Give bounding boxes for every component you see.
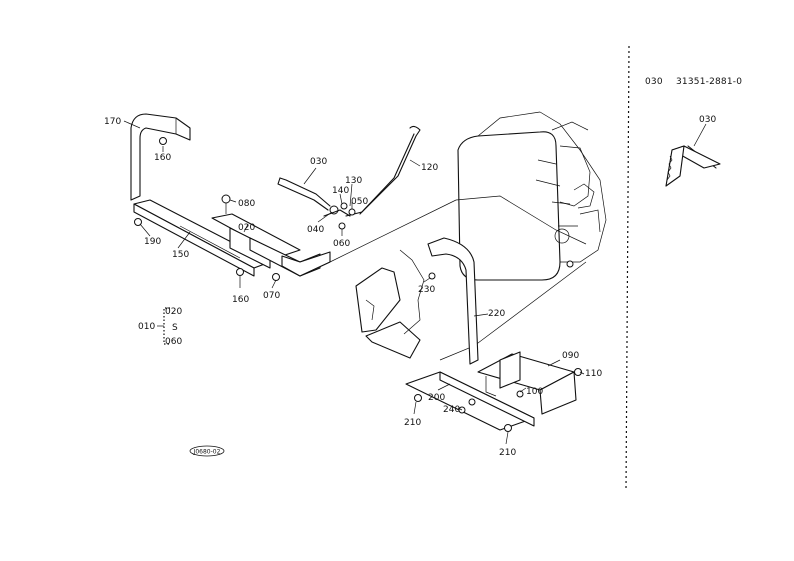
callout-080: 080 [238, 199, 255, 209]
callout-060: 060 [333, 239, 350, 249]
callout-200: 200 [428, 393, 445, 403]
stamp-text: J0680-02 [193, 449, 221, 456]
callout-160-a: 160 [154, 153, 171, 163]
ref-code: 030 [645, 77, 663, 87]
callout-140: 140 [332, 186, 349, 196]
callout-160-b: 160 [232, 295, 249, 305]
callout-070: 070 [263, 291, 280, 301]
group-id: 010 [138, 322, 155, 332]
callout-150: 150 [172, 250, 189, 260]
group-bottom: 060 [165, 337, 182, 347]
callout-100: 100 [526, 387, 543, 397]
right-assembly [355, 195, 587, 432]
leader-lines [123, 120, 585, 445]
callout-110: 110 [585, 369, 602, 379]
callout-040: 040 [307, 225, 324, 235]
callout-050: 050 [351, 197, 368, 207]
group-bracket-010 [157, 307, 170, 345]
detail-label: 030 [699, 115, 716, 125]
divider-line [625, 45, 630, 491]
callout-210-b: 210 [499, 448, 516, 458]
callout-240: 240 [443, 405, 460, 415]
group-mid: S [172, 323, 178, 333]
group-top: 020 [165, 307, 182, 317]
left-assembly [130, 113, 457, 281]
callout-030: 030 [310, 157, 327, 167]
callout-090: 090 [562, 351, 579, 361]
callout-130: 130 [345, 176, 362, 186]
detail-pedal-030 [665, 123, 721, 187]
callout-220: 220 [488, 309, 505, 319]
ref-part-number: 31351-2881-0 [676, 77, 742, 87]
callout-210-a: 210 [404, 418, 421, 428]
callout-120: 120 [421, 163, 438, 173]
callout-230: 230 [418, 285, 435, 295]
callout-190: 190 [144, 237, 161, 247]
callout-020: 020 [238, 223, 255, 233]
transmission-housing [457, 111, 607, 281]
callout-170: 170 [104, 117, 121, 127]
stamp-oval [189, 445, 225, 457]
